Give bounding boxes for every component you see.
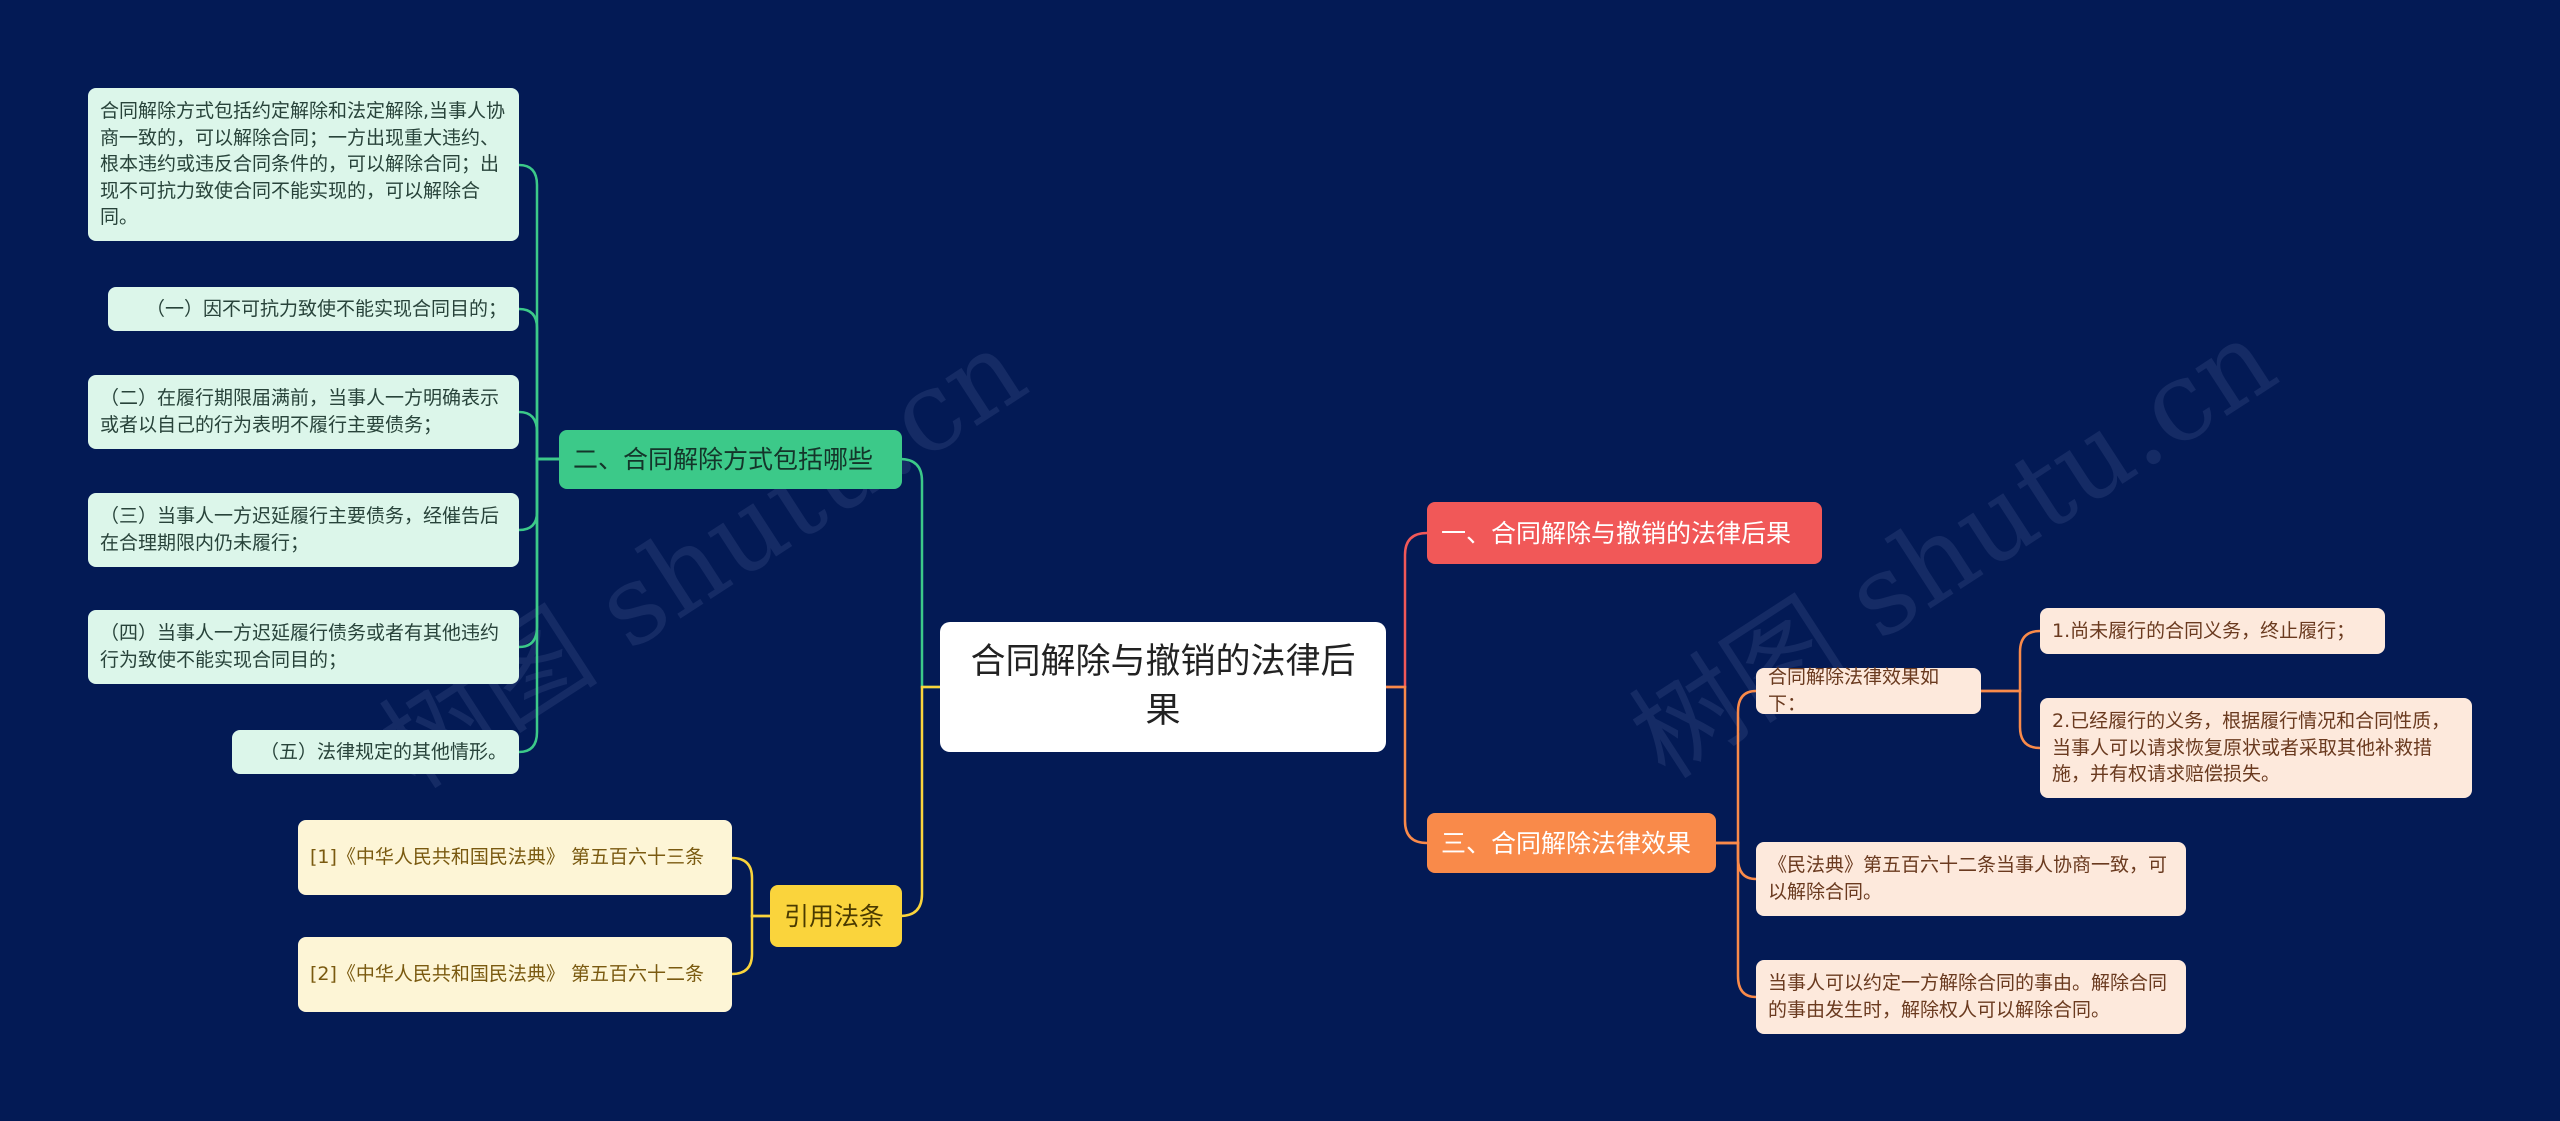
civil-code-562-note[interactable]: 《民法典》第五百六十二条当事人协商一致，可以解除合同。 xyxy=(1756,842,2186,916)
methods-summary[interactable]: 合同解除方式包括约定解除和法定解除,当事人协商一致的，可以解除合同；一方出现重大… xyxy=(88,88,519,241)
link-root-b2 xyxy=(899,457,940,689)
method-item-1[interactable]: （一）因不可抗力致使不能实现合同目的； xyxy=(108,287,519,331)
root-topic[interactable]: 合同解除与撤销的法律后果 xyxy=(940,622,1386,752)
branch-legal-consequences[interactable]: 一、合同解除与撤销的法律后果 xyxy=(1427,502,1822,564)
links-b3-sub-items xyxy=(1981,629,2041,750)
effect-item-1[interactable]: 1.尚未履行的合同义务，终止履行； xyxy=(2040,608,2385,654)
branch-termination-effects[interactable]: 三、合同解除法律效果 xyxy=(1427,813,1716,873)
branch-termination-methods[interactable]: 二、合同解除方式包括哪些 xyxy=(559,430,902,489)
method-item-2[interactable]: （二）在履行期限届满前，当事人一方明确表示或者以自己的行为表明不履行主要债务； xyxy=(88,375,519,449)
link-root-b1 xyxy=(1386,531,1428,689)
link-root-b4 xyxy=(899,685,940,918)
agreed-termination-note[interactable]: 当事人可以约定一方解除合同的事由。解除合同的事由发生时，解除权人可以解除合同。 xyxy=(1756,960,2186,1034)
method-item-3[interactable]: （三）当事人一方迟延履行主要债务，经催告后在合理期限内仍未履行； xyxy=(88,493,519,567)
links-b2-items xyxy=(518,163,559,754)
links-b4-items xyxy=(731,856,770,976)
cited-article-1[interactable]: [1]《中华人民共和国民法典》 第五百六十三条 xyxy=(298,820,732,895)
method-item-5[interactable]: （五）法律规定的其他情形。 xyxy=(232,730,519,774)
cited-article-2[interactable]: [2]《中华人民共和国民法典》 第五百六十二条 xyxy=(298,937,732,1012)
branch-cited-articles[interactable]: 引用法条 xyxy=(770,885,902,947)
method-item-4[interactable]: （四）当事人一方迟延履行债务或者有其他违约行为致使不能实现合同目的； xyxy=(88,610,519,684)
links-b3-items xyxy=(1716,689,1757,999)
sub-effects-heading[interactable]: 合同解除法律效果如下： xyxy=(1756,666,1981,715)
link-root-b3 xyxy=(1386,685,1428,845)
effect-item-2[interactable]: 2.已经履行的义务，根据履行情况和合同性质，当事人可以请求恢复原状或者采取其他补… xyxy=(2040,698,2472,798)
